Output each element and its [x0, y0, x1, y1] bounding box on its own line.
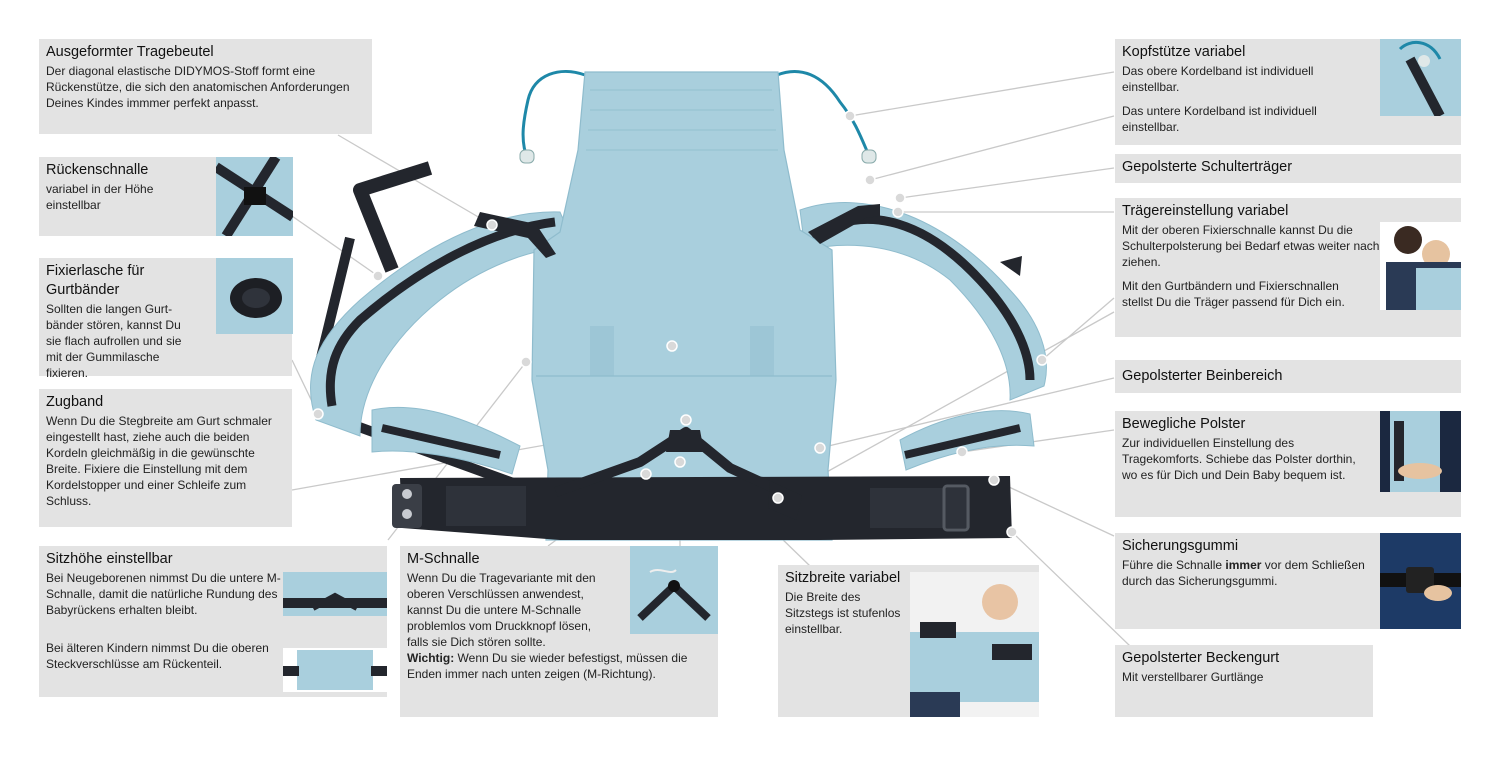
- back-buckle-photo: [216, 157, 293, 236]
- callout-text-older: Bei älteren Kindern nimmst Du die oberen…: [46, 641, 269, 671]
- upper-buckle-photo: [283, 648, 387, 692]
- callout-zugband: Zugband Wenn Du die Stegbreite am Gurt s…: [39, 389, 292, 527]
- lower-buckle-photo: [283, 572, 387, 616]
- callout-note: Wichtig: Wenn Du sie wieder befestigst, …: [407, 650, 711, 682]
- note-label: Wichtig:: [407, 651, 455, 665]
- callout-text: Zur individuellen Einstellung des Tragek…: [1122, 436, 1356, 482]
- callout-title: M-Schnalle: [407, 551, 480, 567]
- callout-text: Die Breite des Sitzstegs ist stufenlos e…: [785, 590, 901, 636]
- callout-text-upper: Das obere Kordelband ist individuell ein…: [1122, 64, 1314, 94]
- callout-text: Wenn Du die Stegbreite am Gurt schmaler …: [46, 414, 272, 508]
- callout-fixierlasche: Fixierlasche für Gurtbänder Sollten die …: [39, 258, 292, 380]
- note-text: Wenn Du sie wieder befestigst, müssen di…: [407, 651, 688, 681]
- connector-dots: [312, 110, 1048, 538]
- callout-beinbereich: Gepolsterter Beinbereich: [1115, 360, 1461, 393]
- callout-title: Sitzbreite variabel: [785, 570, 901, 586]
- callout-title: Sitzhöhe einstellbar: [46, 551, 173, 567]
- callout-beckengurt: Gepolsterter Beckengurt Mit verstellbare…: [1115, 645, 1373, 717]
- text-part: vor dem Schließen durch das Sicherungsgu…: [1122, 558, 1365, 588]
- strap-roll-photo: [216, 258, 293, 334]
- callout-title: Kopfstütze variabel: [1122, 44, 1246, 60]
- m-buckle-photo: [630, 546, 718, 634]
- callout-title: Gepolsterter Beckengurt: [1122, 650, 1280, 666]
- callout-text: Der diagonal elastische DIDYMOS-Stoff fo…: [46, 64, 350, 110]
- callout-title: Fixierlasche für Gurtbänder: [46, 263, 145, 298]
- callout-text: Wenn Du die Tragevariante mit den oberen…: [407, 571, 596, 649]
- callout-schultertraeger: Gepolsterte Schulterträger: [1115, 154, 1461, 183]
- callout-text: variabel in der Höhe einstellbar: [46, 182, 154, 212]
- callout-title: Trägereinstellung variabel: [1122, 203, 1289, 219]
- callout-text: Sollten die langen Gurt-bänder stören, k…: [46, 302, 182, 380]
- callout-text: Führe die Schnalle immer vor dem Schließ…: [1122, 557, 1372, 589]
- callout-title: Gepolsterte Schulterträger: [1122, 159, 1293, 175]
- callout-text-newborn: Bei Neugeborenen nimmst Du die untere M-…: [46, 571, 281, 617]
- headrest-cord-photo: [1380, 39, 1461, 116]
- callout-text: Mit verstellbarer Gurtlänge: [1122, 670, 1264, 684]
- callout-title: Zugband: [46, 394, 104, 410]
- text-emphasis: immer: [1225, 558, 1262, 572]
- safety-elastic-photo: [1380, 533, 1461, 629]
- seat-width-photo: [910, 572, 1039, 717]
- callout-text-upper: Mit der oberen Fixierschnalle kannst Du …: [1122, 223, 1413, 269]
- callout-title: Gepolsterter Beinbereich: [1122, 368, 1283, 384]
- movable-pad-photo: [1380, 411, 1461, 492]
- callout-title: Ausgeformter Tragebeutel: [46, 44, 214, 60]
- text-part: Führe die Schnalle: [1122, 558, 1226, 572]
- callout-title: Sicherungsgummi: [1122, 538, 1239, 554]
- callout-text-lower: Mit den Gurtbändern und Fixierschnallen …: [1122, 279, 1345, 309]
- adjust-strap-photo: [1380, 222, 1461, 310]
- callout-tragebeutel: Ausgeformter Tragebeutel Der diagonal el…: [39, 39, 372, 134]
- callout-text-lower: Das untere Kordelband ist individuell ei…: [1122, 104, 1317, 134]
- callout-title: Bewegliche Polster: [1122, 416, 1246, 432]
- callout-title: Rückenschnalle: [46, 162, 149, 178]
- callout-traegereinstellung: Trägereinstellung variabel Mit der obere…: [1115, 198, 1461, 337]
